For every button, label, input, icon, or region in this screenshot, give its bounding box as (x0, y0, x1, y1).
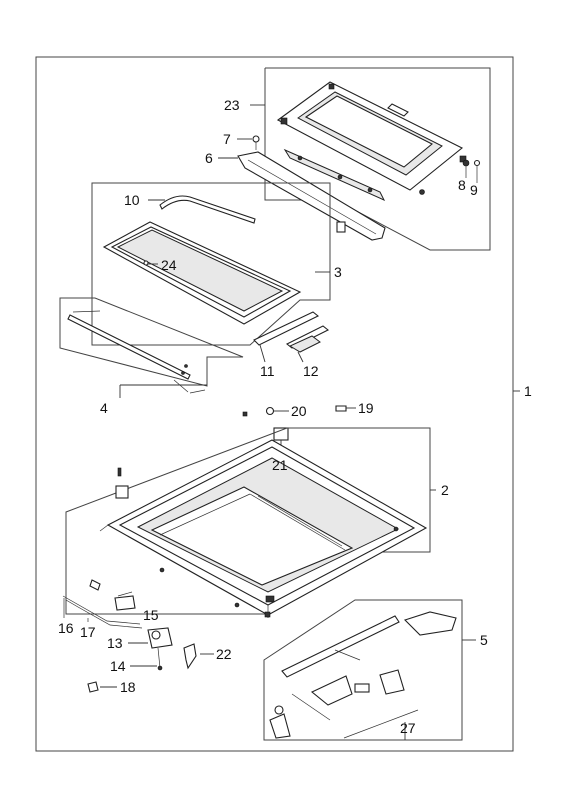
callout-24: 24 (161, 257, 177, 273)
glass-panel (102, 221, 302, 325)
glass-panel-group (91, 182, 331, 346)
sunshade-group (59, 297, 244, 398)
drive-cables-motor (62, 579, 214, 693)
sunshade-rod (67, 310, 206, 394)
mechanism-parts (269, 611, 457, 740)
callout-21: 21 (272, 457, 288, 473)
callout-13: 13 (107, 635, 123, 651)
callout-5: 5 (480, 632, 488, 648)
callout-4: 4 (100, 400, 108, 416)
headliner-panel (276, 81, 467, 191)
callout-8: 8 (458, 177, 466, 193)
callout-15: 15 (143, 607, 159, 623)
callout-9: 9 (470, 182, 478, 198)
callout-6: 6 (205, 150, 213, 166)
callout-20: 20 (291, 403, 307, 419)
sunroof-frame (99, 439, 428, 618)
callout-3: 3 (334, 264, 342, 280)
assembly-frame (35, 56, 514, 752)
sunroof-frame-group (65, 427, 436, 618)
callout-22: 22 (216, 646, 232, 662)
deflector-rail-6 (218, 135, 386, 241)
callout-14: 14 (110, 658, 126, 674)
callout-23: 23 (224, 97, 240, 113)
callout-2: 2 (441, 482, 449, 498)
callout-1: 1 (524, 383, 532, 399)
clip-8-9 (419, 159, 481, 195)
mechanism-group (263, 599, 476, 741)
front-deflector-bracket (283, 148, 386, 202)
callout-16: 16 (58, 620, 74, 636)
small-fasteners (242, 405, 356, 455)
sunshade-headliner-group (250, 67, 491, 251)
callout-19: 19 (358, 400, 374, 416)
callout-11: 11 (260, 363, 275, 379)
side-guides-11-12 (253, 311, 330, 363)
callout-7: 7 (223, 131, 231, 147)
callout-27: 27 (400, 720, 416, 736)
callout-12: 12 (303, 363, 319, 379)
callout-10: 10 (124, 192, 140, 208)
callout-18: 18 (120, 679, 136, 695)
weatherstrip-10 (148, 195, 256, 224)
callout-17: 17 (80, 624, 96, 640)
